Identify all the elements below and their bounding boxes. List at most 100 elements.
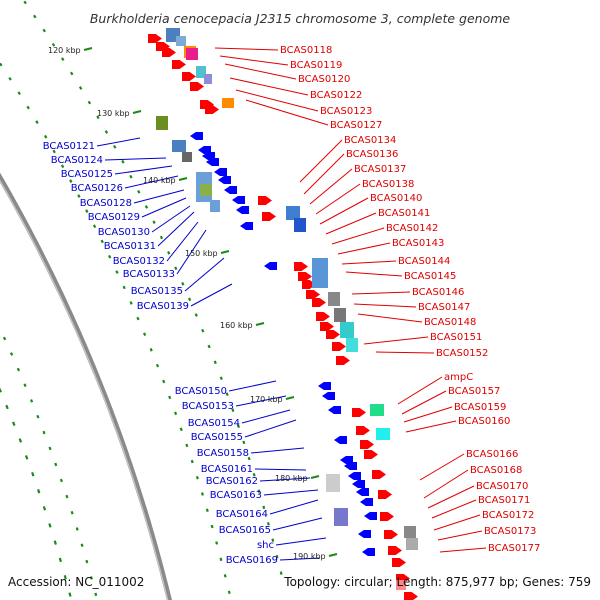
- gene-arrow-forward-22: [356, 426, 370, 435]
- gene-label-reverse: BCAS0135: [131, 286, 183, 297]
- cog-box-26: [406, 538, 418, 550]
- leader-forward-6: [245, 99, 329, 126]
- gene-label-reverse: BCAS0130: [98, 227, 150, 238]
- cog-box-2: [176, 36, 186, 46]
- gene-label-forward: BCAS0119: [290, 60, 342, 71]
- gene-label-reverse: BCAS0164: [216, 509, 268, 520]
- gene-label-forward: BCAS0171: [478, 495, 530, 506]
- gene-label-forward: BCAS0122: [310, 90, 362, 101]
- cog-box-12: [200, 184, 212, 196]
- gene-label-forward: BCAS0168: [470, 465, 522, 476]
- map-title: Burkholderia cenocepacia J2315 chromosom…: [90, 11, 511, 26]
- cog-box-17: [328, 292, 340, 306]
- gene-arrow-forward-28: [384, 530, 398, 539]
- gene-label-forward: BCAS0166: [466, 449, 518, 460]
- scale-tick-label: 120 kbp: [48, 46, 81, 55]
- scale-tick-label: 140 kbp: [143, 176, 176, 185]
- gene-label-forward: BCAS0145: [404, 271, 456, 282]
- gene-label-reverse: shc: [257, 540, 274, 551]
- gene-label-reverse: BCAS0133: [123, 269, 175, 280]
- leader-forward-13: [331, 227, 385, 245]
- gene-arrow-forward-3: [162, 48, 176, 57]
- leader-reverse-2: [104, 157, 167, 161]
- gene-label-forward: BCAS0127: [330, 120, 382, 131]
- scale-tick-label: 180 kbp: [275, 474, 308, 483]
- topology-stats-text: Topology: circular; Length: 875,977 bp; …: [283, 575, 591, 589]
- leader-forward-19: [357, 313, 423, 323]
- leader-forward-18: [353, 303, 417, 308]
- gene-arrow-forward-16: [316, 312, 330, 321]
- gene-arrow-reverse-15: [334, 436, 347, 444]
- leader-forward-2: [219, 55, 289, 66]
- gene-label-forward: ampC: [444, 372, 473, 383]
- gene-label-forward: BCAS0134: [344, 135, 396, 146]
- gene-label-reverse: BCAS0132: [113, 256, 165, 267]
- gene-label-reverse: BCAS0162: [206, 476, 258, 487]
- cog-box-13: [210, 200, 220, 212]
- cog-box-20: [346, 338, 358, 352]
- cog-box-23: [326, 474, 340, 492]
- gene-arrow-forward-30: [392, 558, 406, 567]
- gene-label-forward: BCAS0172: [482, 510, 534, 521]
- gene-label-forward: BCAS0173: [484, 526, 536, 537]
- gene-arrow-forward-32: [404, 592, 418, 600]
- gene-arrow-reverse-11: [264, 262, 277, 270]
- gene-label-reverse: BCAS0153: [182, 401, 234, 412]
- gene-label-forward: BCAS0143: [392, 238, 444, 249]
- leader-forward-24: [403, 406, 453, 423]
- cog-box-5: [196, 66, 206, 78]
- leader-reverse-23: [275, 537, 327, 546]
- leader-reverse-18: [254, 468, 307, 471]
- gene-arrow-forward-27: [380, 512, 394, 521]
- gene-label-reverse: BCAS0126: [71, 183, 123, 194]
- cog-box-8: [156, 116, 168, 130]
- scale-tick-mark-5: [255, 322, 265, 326]
- leader-forward-22: [397, 376, 443, 405]
- leader-forward-12: [325, 212, 377, 235]
- leader-reverse-6: [141, 197, 187, 218]
- gene-features: [148, 28, 418, 600]
- gene-arrow-forward-14: [306, 290, 320, 299]
- gene-arrow-reverse-5: [214, 168, 227, 176]
- gene-arrow-reverse-7: [224, 186, 237, 194]
- gene-arrow-reverse-21: [360, 498, 373, 506]
- leader-reverse-15: [241, 409, 291, 424]
- gene-label-reverse: BCAS0129: [88, 212, 140, 223]
- gene-label-reverse: BCAS0124: [51, 155, 103, 166]
- gene-label-reverse: BCAS0128: [80, 198, 132, 209]
- gene-label-forward: BCAS0123: [320, 106, 372, 117]
- leader-forward-11: [319, 197, 369, 225]
- scale-tick-mark-4: [220, 250, 230, 254]
- gene-arrow-reverse-19: [352, 480, 365, 488]
- gene-label-reverse: BCAS0125: [61, 169, 113, 180]
- leader-reverse-7: [151, 205, 191, 233]
- gene-label-reverse: BCAS0121: [43, 141, 95, 152]
- leader-reverse-16: [244, 419, 297, 438]
- scale-tick-mark-7: [310, 475, 320, 479]
- scale-tick-label: 150 kbp: [185, 249, 218, 258]
- leader-forward-4: [229, 77, 309, 96]
- gene-label-forward: BCAS0170: [476, 481, 528, 492]
- gc-dotted-track-4: [22, 0, 285, 582]
- leader-forward-17: [351, 291, 411, 295]
- gene-arrow-forward-20: [336, 356, 350, 365]
- gene-label-forward: BCAS0137: [354, 164, 406, 175]
- gene-arrow-reverse-3: [202, 152, 215, 160]
- leader-forward-30: [433, 514, 481, 531]
- gene-arrow-reverse-2: [198, 146, 211, 154]
- gene-arrow-forward-17: [320, 322, 334, 331]
- gene-label-reverse: BCAS0154: [188, 418, 240, 429]
- gene-arrow-reverse-6: [218, 176, 231, 184]
- gene-arrow-reverse-17: [344, 462, 357, 470]
- leader-reverse-14: [235, 395, 287, 407]
- leader-forward-10: [315, 183, 361, 215]
- gene-label-forward: BCAS0152: [436, 348, 488, 359]
- gene-label-forward: BCAS0144: [398, 256, 450, 267]
- leader-forward-14: [337, 242, 391, 255]
- gene-arrow-forward-21: [352, 408, 366, 417]
- gene-arrow-forward-8: [205, 105, 219, 114]
- leader-forward-1: [214, 47, 279, 51]
- leader-forward-26: [419, 453, 465, 481]
- cog-box-10: [182, 152, 192, 162]
